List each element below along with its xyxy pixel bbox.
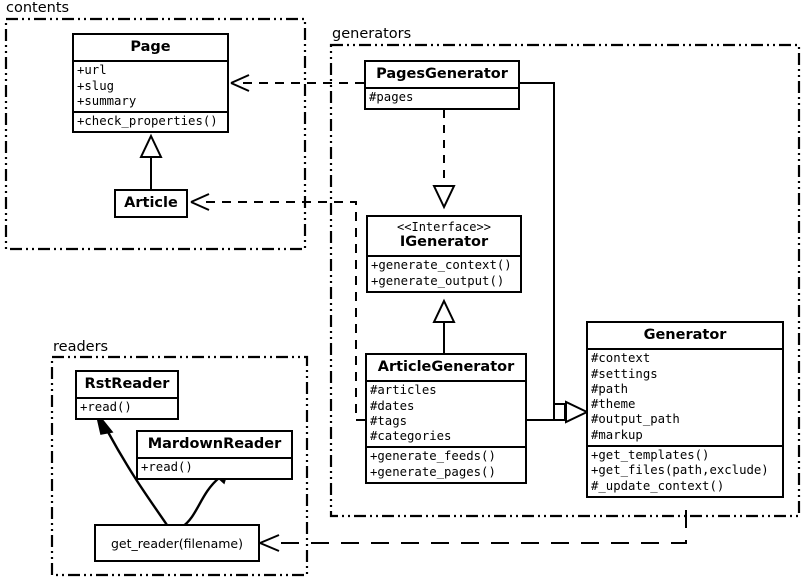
attribute: #dates [370, 398, 415, 413]
class-box-rstreader[interactable]: RstReader +read() [75, 370, 179, 420]
operation: +generate_feeds() [370, 449, 496, 464]
class-operations-generator: +get_templates() +get_files(path,exclude… [588, 445, 782, 496]
relation-articlegenerator-generalizes-igenerator [432, 298, 456, 354]
relation-articlegenerator-depends-article [190, 193, 365, 421]
attribute: +url [77, 63, 107, 78]
class-box-pagesgenerator[interactable]: PagesGenerator #pages [364, 60, 520, 110]
attribute: #categories [370, 429, 452, 444]
operation: +generate_output() [371, 273, 505, 288]
attribute: #theme [591, 397, 636, 412]
attribute: +slug [77, 78, 115, 93]
operation: +read() [80, 400, 132, 415]
class-name-article: Article [124, 195, 178, 211]
class-operations-rstreader: +read() [77, 397, 177, 417]
class-attributes-articlegenerator: #articles #dates #tags #categories [367, 380, 525, 446]
class-stereotype-igenerator: <<Interface>> [397, 220, 491, 234]
attribute: #pages [369, 90, 414, 105]
relation-pagesgenerator-realizes-igenerator [432, 110, 456, 210]
class-box-articlegenerator[interactable]: ArticleGenerator #articles #dates #tags … [365, 353, 527, 485]
relation-article-generalizes-page [139, 133, 163, 190]
attribute: #tags [370, 413, 408, 428]
operation: +generate_context() [371, 258, 512, 273]
class-name-mardownreader: MardownReader [147, 436, 282, 452]
class-operations-articlegenerator: +generate_feeds() +generate_pages() [367, 446, 525, 482]
attribute: #path [591, 381, 629, 396]
class-box-mardownreader[interactable]: MardownReader +read() [136, 430, 293, 480]
operation: +get_templates() [591, 448, 710, 463]
class-operations-mardownreader: +read() [138, 457, 291, 477]
class-operations-page: +check_properties() [74, 111, 227, 131]
relation-articlegenerator-generalizes-generator [527, 400, 590, 424]
relation-pagesgenerator-depends-page [230, 74, 364, 92]
attribute: #context [591, 351, 651, 366]
attribute: #output_path [591, 412, 680, 427]
function-label-get-reader: get_reader(filename) [111, 535, 243, 551]
class-name-page: Page [130, 39, 171, 55]
class-attributes-generator: #context #settings #path #theme #output_… [588, 348, 782, 445]
attribute: #settings [591, 366, 658, 381]
operation: +check_properties() [77, 114, 218, 129]
class-name-igenerator: IGenerator [399, 234, 489, 251]
attribute: #markup [591, 427, 643, 442]
package-label-contents: contents [4, 0, 72, 16]
package-label-readers: readers [51, 339, 111, 355]
class-operations-igenerator: +generate_context() +generate_output() [368, 255, 520, 291]
class-box-article[interactable]: Article [114, 189, 188, 219]
operation: +read() [141, 460, 193, 475]
attribute: +summary [77, 93, 137, 108]
attribute: #articles [370, 383, 437, 398]
class-attributes-page: +url +slug +summary [74, 60, 227, 111]
class-attributes-pagesgenerator: #pages [366, 87, 518, 107]
class-name-pagesgenerator: PagesGenerator [376, 66, 508, 82]
class-name-rstreader: RstReader [84, 376, 170, 392]
operation: +get_files(path,exclude) [591, 463, 769, 478]
package-label-generators: generators [330, 26, 414, 42]
operation: +generate_pages() [370, 464, 496, 479]
class-name-articlegenerator: ArticleGenerator [377, 359, 515, 375]
relation-generator-depends-getreader [259, 510, 687, 552]
function-box-get-reader[interactable]: get_reader(filename) [94, 524, 260, 562]
class-name-generator: Generator [643, 327, 727, 343]
operation: #_update_context() [591, 478, 725, 493]
class-box-generator[interactable]: Generator #context #settings #path #them… [586, 321, 784, 498]
class-box-page[interactable]: Page +url +slug +summary +check_properti… [72, 33, 229, 134]
class-box-igenerator[interactable]: <<Interface>> IGenerator +generate_conte… [366, 215, 522, 294]
